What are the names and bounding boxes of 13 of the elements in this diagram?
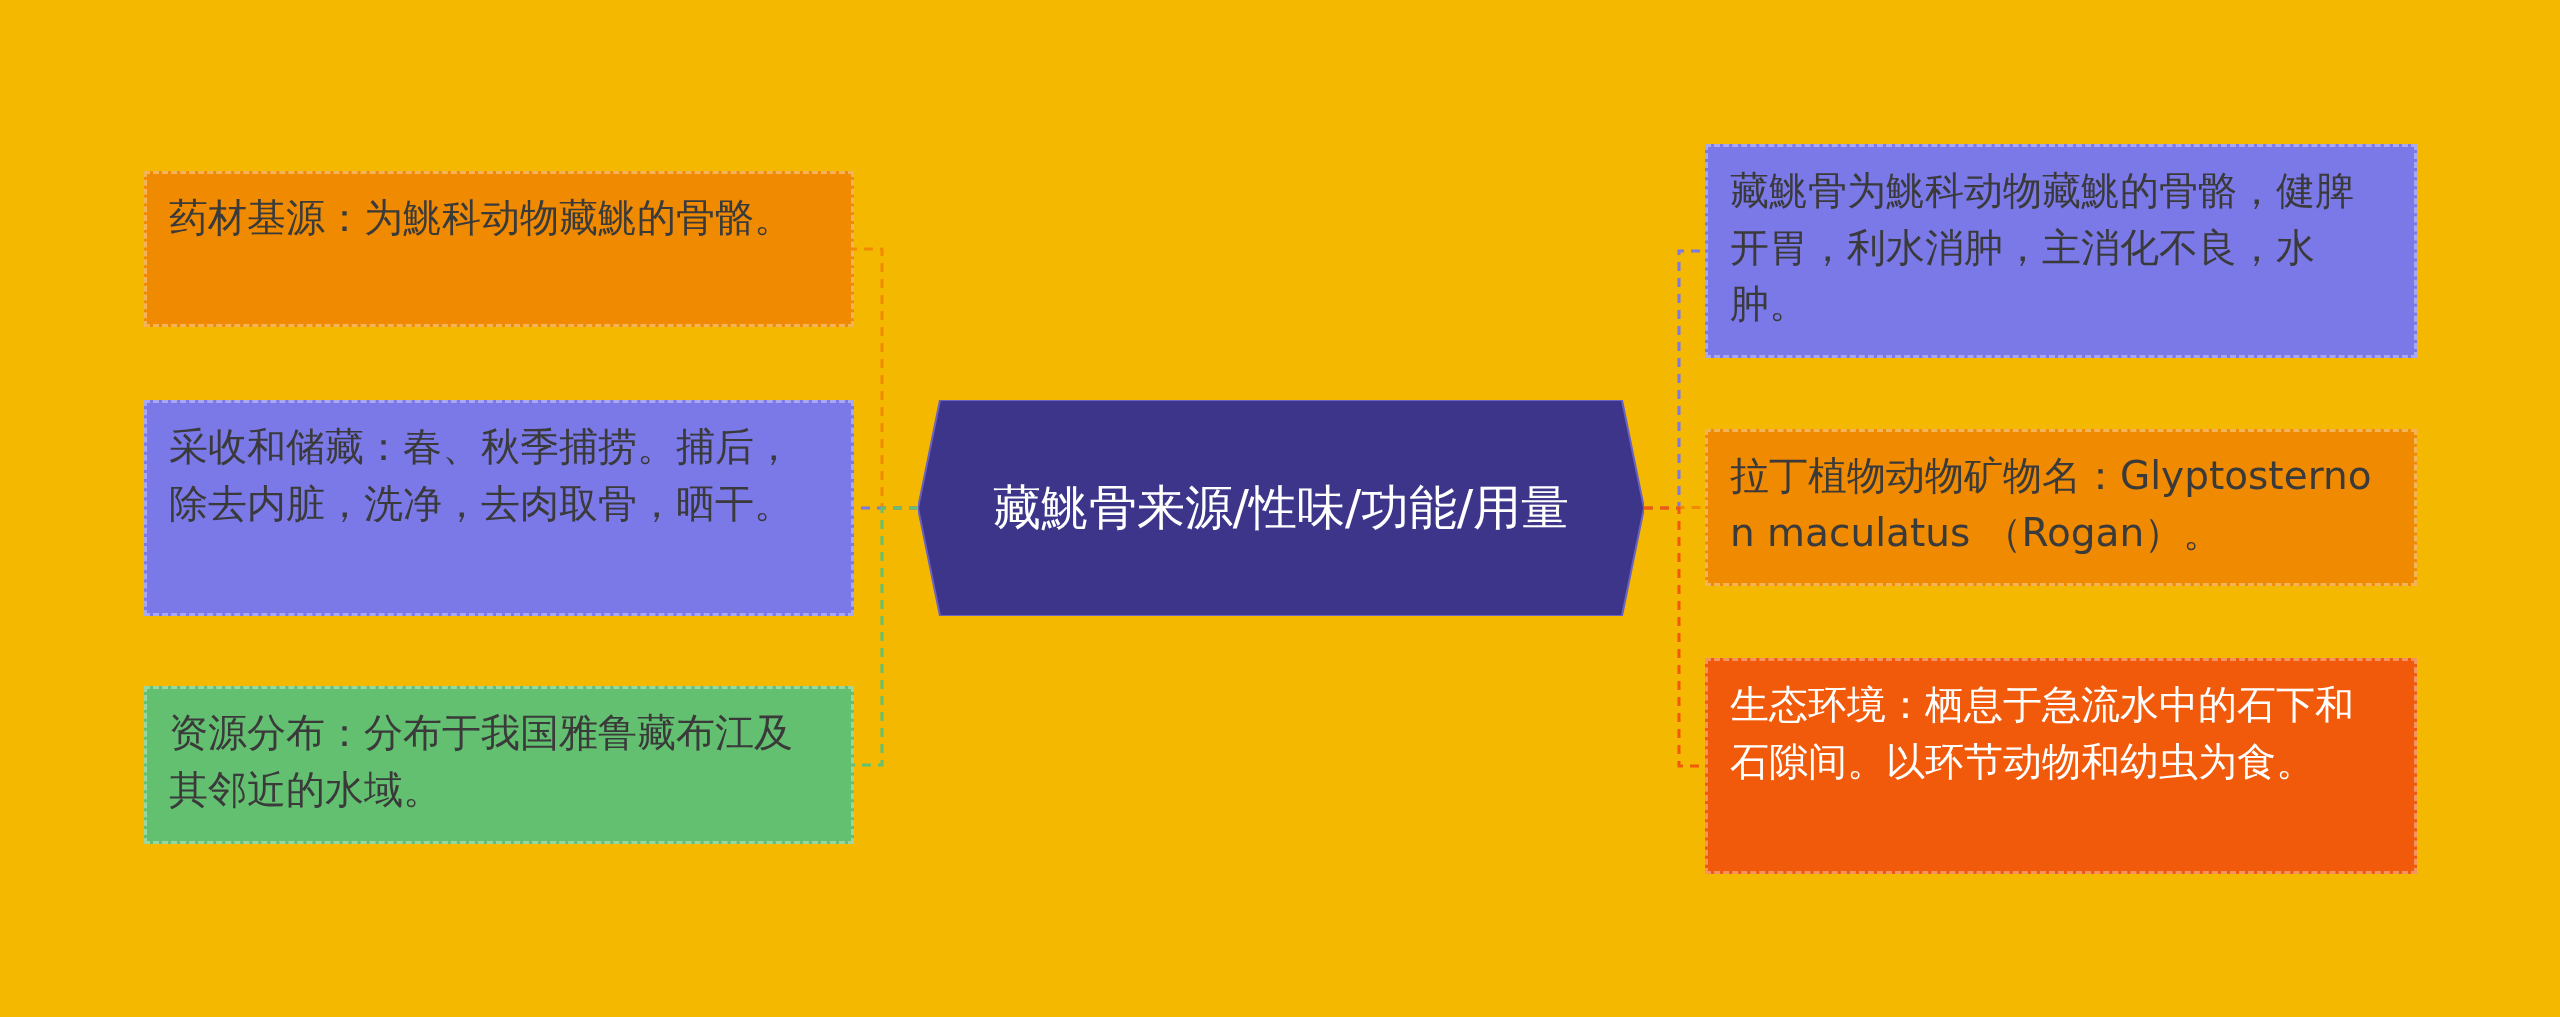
topic-card xyxy=(144,171,854,327)
topic-text: 生态环境：栖息于急流水中的石下和石隙间。以环节动物和幼虫为食。 xyxy=(1730,681,2355,786)
topic-text: 拉丁植物动物矿物名：Glyptosternon maculatus （Rogan）。 xyxy=(1730,452,2373,557)
topic-card xyxy=(1705,144,2417,358)
topic-card xyxy=(1705,658,2417,874)
topic-card xyxy=(1705,429,2417,586)
topic-text: 资源分布：分布于我国雅鲁藏布江及其邻近的水域。 xyxy=(169,709,794,814)
topic-card xyxy=(144,400,854,616)
topic-card xyxy=(144,686,854,844)
topic-text: 藏鮡骨为鮡科动物藏鮡的骨骼，健脾开胃，利水消肿，主消化不良，水肿。 xyxy=(1730,167,2355,329)
topic-text: 药材基源：为鮡科动物藏鮡的骨骼。 xyxy=(169,194,794,242)
topic-text: 采收和储藏：春、秋季捕捞。捕后，除去内脏，洗净，去肉取骨，晒干。 xyxy=(169,423,794,528)
central-topic: 藏鮡骨来源/性味/功能/用量 xyxy=(992,478,1570,538)
